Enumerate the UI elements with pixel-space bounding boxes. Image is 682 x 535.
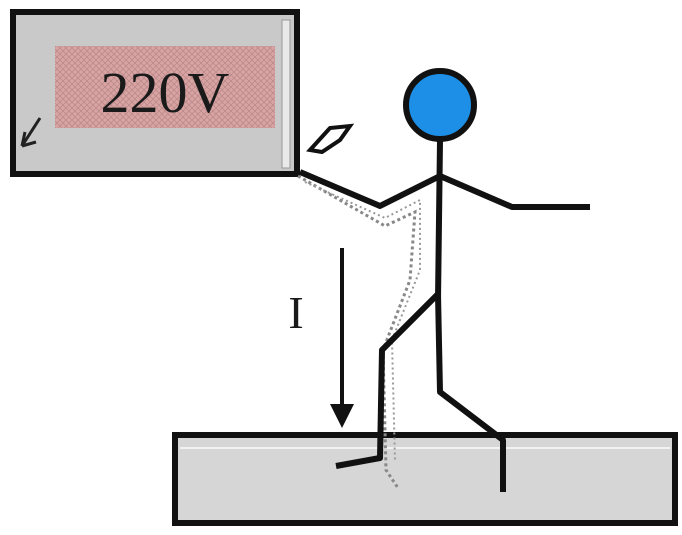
current-path-dotted-inner (305, 182, 420, 462)
person-torso (438, 140, 440, 300)
ground-slab (175, 435, 675, 523)
current-label: I (288, 287, 303, 338)
voltage-label: 220V (101, 60, 230, 125)
current-arrow: I (288, 248, 354, 428)
voltage-source-box: 220V (13, 12, 297, 174)
voltage-box-inner-edge (282, 20, 290, 168)
hand-contact-icon (310, 126, 350, 152)
contact-point (310, 126, 350, 152)
person-right-arm (440, 176, 590, 207)
current-arrow-head-icon (330, 404, 354, 428)
person-head (406, 71, 474, 139)
